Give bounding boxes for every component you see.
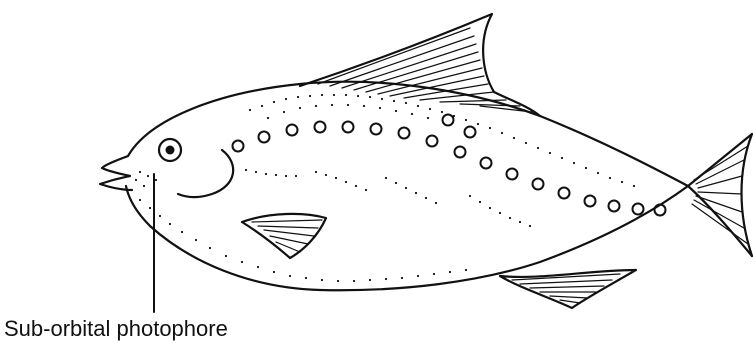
anal-fin	[500, 270, 636, 308]
sub-orbital-photophore-label: Sub-orbital photophore	[4, 318, 228, 340]
lateral-photophore-row	[233, 115, 666, 216]
pectoral-fin	[242, 214, 326, 258]
tail-fin	[688, 134, 752, 256]
mouth	[100, 156, 132, 190]
eye	[159, 139, 181, 161]
operculum	[178, 150, 233, 197]
fish-body-outline	[126, 82, 688, 290]
dorsal-fin	[300, 14, 540, 116]
